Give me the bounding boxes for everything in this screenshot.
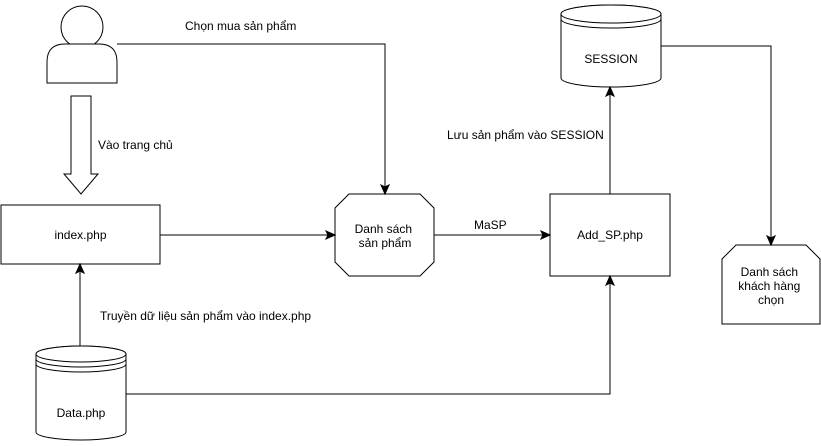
- edge-index-to-products: [160, 229, 337, 241]
- edge-save-session: [604, 85, 616, 194]
- label-home: Vào trang chủ: [98, 138, 173, 152]
- session-node: SESSION: [560, 4, 662, 88]
- user-icon: [46, 5, 118, 84]
- edge-data-to-index: [74, 262, 86, 346]
- index-label: index.php: [54, 228, 106, 242]
- product-list-node: Danh sách sản phẩm: [334, 193, 435, 277]
- label-save-session: Lưu sản phẩm vào SESSION: [447, 128, 604, 142]
- product-list-label: Danh sách sản phẩm: [355, 222, 416, 250]
- add-sp-label: Add_SP.php: [577, 228, 643, 242]
- edge-masp: [434, 229, 552, 241]
- label-choose-product: Chọn mua sản phẩm: [185, 19, 296, 33]
- add-sp-node: Add_SP.php: [549, 193, 671, 277]
- data-node: Data.php: [35, 345, 127, 441]
- customer-list-label: Danh sách khách hàng chọn: [738, 265, 803, 307]
- index-node: index.php: [0, 204, 161, 265]
- customer-list-node: Danh sách khách hàng chọn: [721, 244, 821, 325]
- home-arrow: [62, 95, 100, 195]
- edge-session-to-customers: [661, 45, 777, 247]
- edge-data-to-addsp: [126, 274, 616, 395]
- edge-choose-product: [117, 43, 391, 196]
- label-masp: MaSP: [474, 218, 507, 232]
- session-label: SESSION: [584, 52, 637, 66]
- data-label: Data.php: [57, 406, 106, 420]
- label-pass-data: Truyền dữ liệu sản phẩm vào index.php: [100, 309, 311, 323]
